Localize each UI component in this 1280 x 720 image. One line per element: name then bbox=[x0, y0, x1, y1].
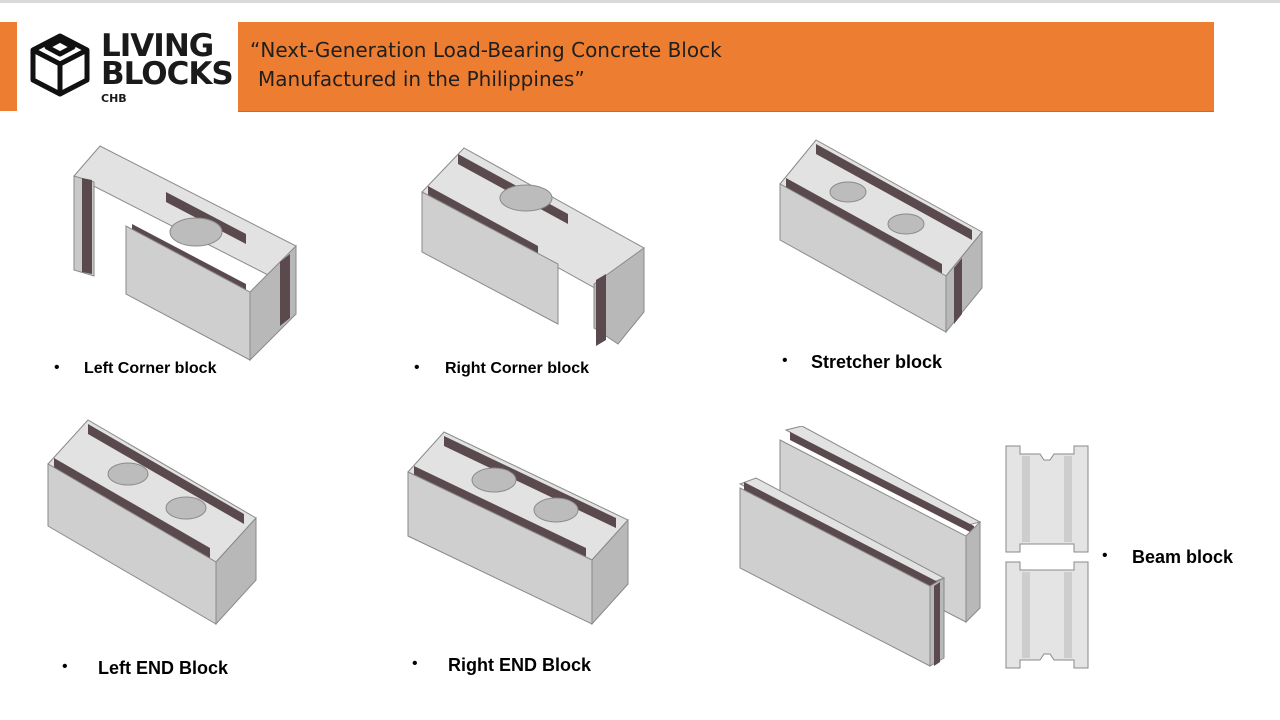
right-end-block-image bbox=[407, 431, 629, 626]
bullet-icon: • bbox=[782, 352, 788, 369]
label-beam-block: Beam block bbox=[1132, 547, 1234, 567]
stretcher-block-image bbox=[779, 139, 983, 334]
bullet-icon: • bbox=[54, 359, 60, 376]
beam-block-front-views bbox=[1005, 445, 1089, 669]
bullet-icon: • bbox=[1102, 547, 1108, 564]
logo-text-chb: CHB bbox=[101, 92, 127, 105]
living-blocks-logo: LIVING BLOCKS CHB bbox=[17, 22, 238, 111]
bullet-icon: • bbox=[414, 359, 420, 376]
title-banner: “Next-Generation Load-Bearing Concrete B… bbox=[238, 22, 1214, 112]
right-corner-block-image bbox=[421, 147, 645, 346]
label-stretcher-block: Stretcher block bbox=[811, 352, 943, 372]
label-left-corner-block: Left Corner block bbox=[84, 360, 217, 377]
left-end-block-image bbox=[47, 419, 257, 626]
banner-title-line1: “Next-Generation Load-Bearing Concrete B… bbox=[250, 38, 722, 62]
bullet-icon: • bbox=[62, 658, 68, 675]
bullet-icon: • bbox=[412, 655, 418, 672]
logo-text-living: LIVING bbox=[101, 28, 214, 64]
logo-text-blocks: BLOCKS bbox=[101, 56, 234, 92]
cube-logo-icon bbox=[30, 33, 90, 97]
header-accent-strip bbox=[0, 22, 17, 111]
label-right-corner-block: Right Corner block bbox=[445, 360, 590, 377]
label-left-end-block: Left END Block bbox=[98, 658, 229, 678]
top-divider bbox=[0, 0, 1280, 3]
banner-title-line2: Manufactured in the Philippines” bbox=[258, 67, 585, 91]
left-corner-block-image bbox=[73, 145, 297, 362]
label-right-end-block: Right END Block bbox=[448, 655, 592, 675]
beam-block-image bbox=[738, 426, 982, 667]
